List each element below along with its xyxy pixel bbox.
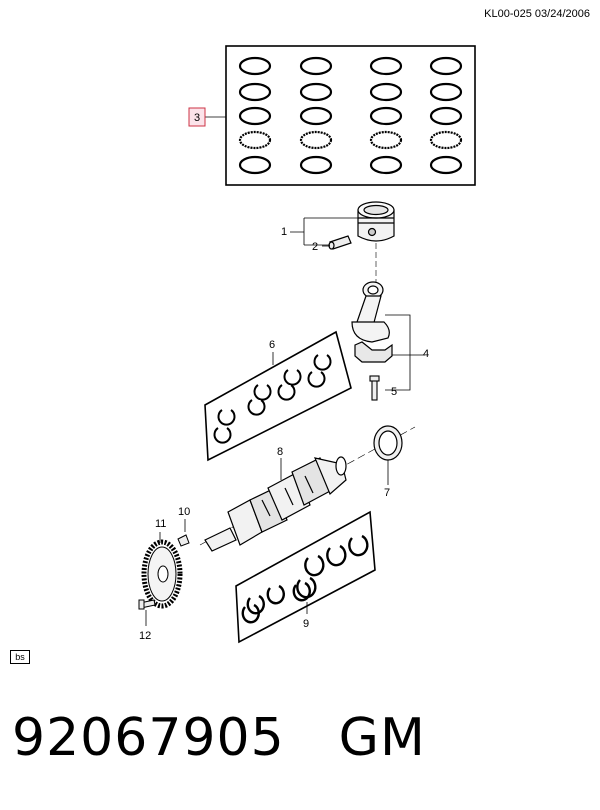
callout-10[interactable]: 10 (178, 506, 190, 518)
footer-title: 92067905 GM (12, 708, 426, 768)
piston-ring-set (205, 45, 476, 186)
callout-3-highlight[interactable]: 3 (188, 107, 206, 127)
sprocket-key (177, 534, 190, 547)
callout-3: 3 (194, 112, 200, 124)
callout-8[interactable]: 8 (277, 446, 283, 458)
main-bearing-set (235, 510, 376, 644)
part-number: 92067905 (12, 708, 285, 768)
connecting-rod (351, 281, 393, 363)
piston-ring-column-1 (238, 56, 272, 175)
callout-9[interactable]: 9 (303, 618, 309, 630)
bs-badge: bs (10, 650, 30, 664)
callout-5[interactable]: 5 (391, 386, 397, 398)
callout-7[interactable]: 7 (384, 487, 390, 499)
crankshaft (204, 456, 347, 552)
diagram-reference-code: KL00-025 03/24/2006 (484, 8, 590, 20)
piston-pin (328, 235, 352, 250)
rod-bearing-set (204, 330, 352, 462)
callout-11[interactable]: 11 (155, 518, 166, 530)
piston-ring-column-2 (299, 56, 333, 175)
piston-ring-column-3 (369, 56, 403, 175)
rear-main-seal (373, 425, 403, 461)
callout-1[interactable]: 1 (281, 226, 287, 238)
callout-12[interactable]: 12 (139, 630, 151, 642)
callout-4[interactable]: 4 (423, 348, 429, 360)
callout-6[interactable]: 6 (269, 339, 275, 351)
callout-2[interactable]: 2 (312, 241, 318, 253)
rod-cap-bolt (369, 375, 380, 401)
crankshaft-sprocket (141, 539, 183, 609)
piston-ring-column-4 (429, 56, 463, 175)
sprocket-bolt (138, 599, 156, 610)
piston-assembly (357, 201, 395, 242)
brand-name: GM (338, 708, 426, 768)
